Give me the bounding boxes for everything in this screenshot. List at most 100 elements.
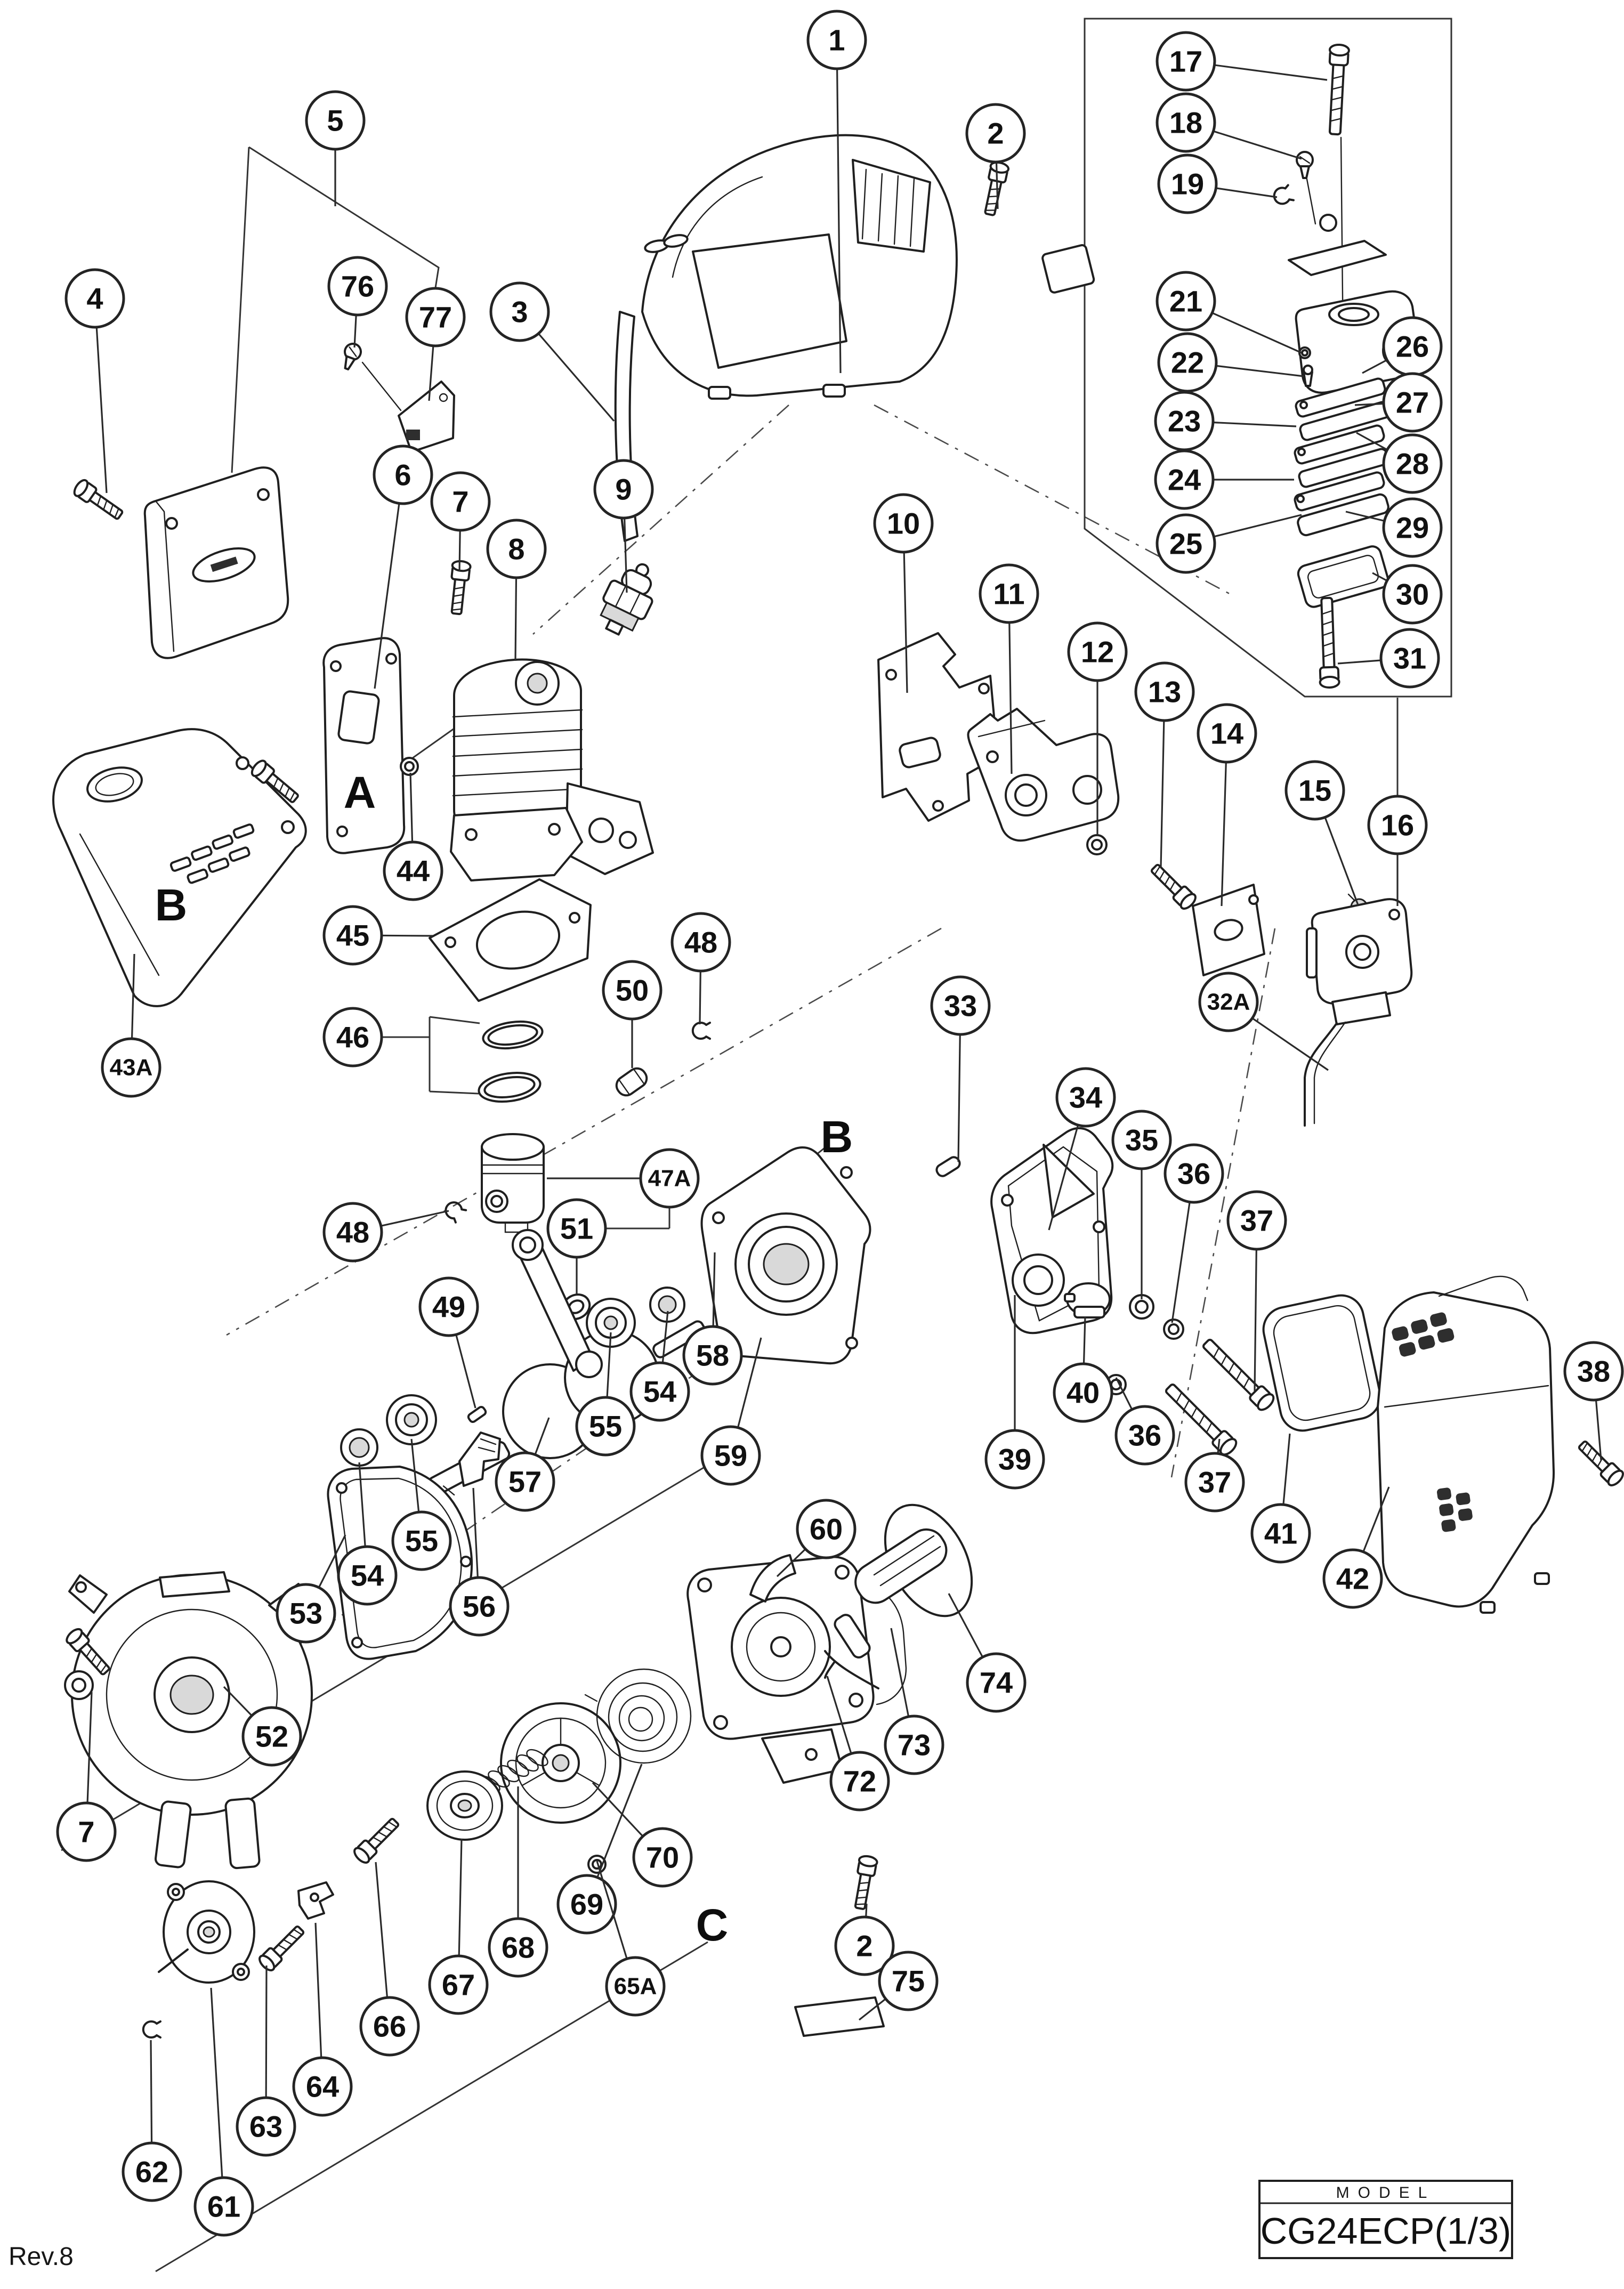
air-filter-element-part [1262, 1294, 1381, 1432]
callout-number: 77 [419, 301, 452, 334]
callout-33: 33 [930, 975, 991, 1162]
callout-number: 58 [696, 1339, 729, 1372]
callout-52: 52 [223, 1686, 302, 1767]
callout-balloon [276, 1583, 336, 1644]
callout-number: 11 [993, 577, 1024, 611]
callout-balloon [449, 1576, 510, 1637]
callout-number: 49 [432, 1290, 465, 1324]
callout-number: 3 [511, 295, 528, 329]
callout-69: 69 [556, 1764, 643, 1935]
callout-number: 38 [1577, 1355, 1610, 1388]
callout-number: 40 [1066, 1376, 1100, 1410]
callout-8: 8 [486, 519, 547, 661]
callout-leader [374, 474, 404, 689]
callout-number: 50 [616, 974, 649, 1007]
air-cleaner-cover-part [1377, 1275, 1555, 1614]
callout-37: 37 [1184, 1438, 1245, 1512]
cover-plate-part [877, 632, 999, 822]
callout-balloon [122, 2141, 182, 2202]
callout-balloon [1382, 372, 1443, 433]
callout-balloon [1198, 972, 1259, 1032]
piston-pin-part [615, 1067, 648, 1097]
callout-number: 64 [306, 2070, 339, 2104]
callout-number: 59 [714, 1439, 747, 1473]
carburetor-assembly-box [1041, 18, 1452, 698]
callout-27: 27 [1354, 372, 1443, 433]
callout-48: 48 [670, 912, 731, 1025]
callout-number: 22 [1171, 346, 1204, 379]
callout-number: 48 [336, 1216, 369, 1249]
washer-part-12 [1086, 834, 1108, 855]
recoil-starter-housing-part [686, 1556, 907, 1784]
callout-number: 53 [289, 1597, 322, 1630]
callout-number: 67 [442, 1968, 475, 2002]
callout-54: 54 [337, 1462, 398, 1606]
callout-balloon [1156, 92, 1216, 153]
callout-balloon [373, 444, 433, 505]
callout-number: 70 [646, 1841, 679, 1874]
pin-clip-part [691, 1022, 711, 1040]
callout-number: 26 [1396, 330, 1429, 363]
callout-balloon [405, 287, 466, 347]
callout-57: 57 [495, 1417, 555, 1512]
muffler-bolt-part [70, 476, 127, 524]
callout-64: 64 [292, 1922, 353, 2117]
callout-13: 13 [1134, 661, 1195, 868]
callout-balloon [486, 519, 547, 579]
callout-11: 11 [979, 563, 1039, 774]
callout-balloon [796, 1499, 857, 1559]
callout-balloon [1053, 1362, 1113, 1423]
callout-balloon [593, 459, 654, 520]
callout-balloon [700, 1425, 761, 1486]
piston-rings-part [478, 1020, 544, 1103]
callout-number: 34 [1069, 1081, 1102, 1114]
coil-bolt-part-b [1162, 1380, 1239, 1457]
callout-18: 18 [1156, 92, 1302, 160]
callout-balloon [1197, 703, 1257, 764]
callout-balloon [1164, 1143, 1224, 1204]
callout-37: 37 [1226, 1190, 1287, 1392]
model-box-header: MODEL [1336, 2184, 1436, 2202]
exhaust-deflector-part [361, 361, 455, 453]
callout-number: 48 [684, 926, 717, 959]
callout-number: 37 [1240, 1204, 1273, 1237]
deflector-screw-part [338, 340, 365, 373]
callout-balloon [101, 1037, 161, 1098]
revision-text: Rev.8 [9, 2243, 74, 2271]
callout-9: 9 [593, 459, 654, 593]
callout-77: 77 [405, 287, 466, 401]
crankcase-half-b-part [700, 1146, 871, 1365]
callout-63: 63 [236, 1965, 296, 2157]
callout-number: 30 [1396, 578, 1429, 611]
callout-number: 5 [327, 104, 343, 137]
label-plate-part [794, 1996, 885, 2037]
callout-number: 62 [135, 2155, 168, 2189]
callout-number: 45 [336, 919, 369, 952]
starter-reel-part [500, 1702, 621, 1824]
rope-guide-part [749, 1554, 796, 1603]
callout-2: 2 [965, 103, 1026, 209]
callout-balloon [418, 1276, 479, 1337]
callout-number: 60 [810, 1512, 843, 1546]
callout-balloon [1055, 1067, 1116, 1128]
callout-16: 16 [1367, 795, 1428, 906]
callout-15: 15 [1284, 760, 1359, 905]
callout-balloon [984, 1429, 1045, 1490]
callout-43A: 43A [101, 953, 161, 1098]
callout-balloon [1382, 564, 1443, 625]
parts-artwork [52, 18, 1624, 2272]
snap-clip-part [142, 2020, 161, 2039]
callout-17: 17 [1156, 31, 1328, 92]
callout-56: 56 [449, 1487, 510, 1637]
callout-number: 28 [1396, 447, 1429, 481]
pulley-screw-part [352, 1815, 402, 1865]
housing-screw-part [850, 1854, 879, 1911]
callout-balloon [56, 1801, 117, 1862]
callout-number: 65A [614, 1973, 657, 2000]
piston-part [481, 1133, 545, 1233]
callout-58: 58 [682, 1252, 743, 1386]
callout-4: 4 [64, 268, 125, 494]
engine-cover-part [641, 134, 958, 400]
callout-balloon [1156, 513, 1216, 574]
